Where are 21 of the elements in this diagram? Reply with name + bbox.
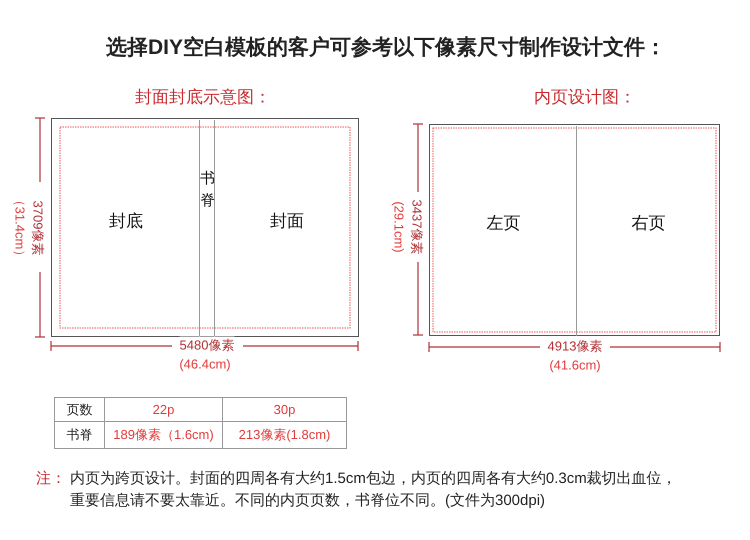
table-cell: 页数 bbox=[54, 398, 104, 422]
dimension-label: (29.1cm) bbox=[390, 201, 408, 253]
note-label: 注： bbox=[36, 469, 66, 489]
table-cell: 22p bbox=[104, 398, 222, 422]
spine-label: 书脊 bbox=[200, 169, 214, 211]
table-cell: 213像素(1.8cm) bbox=[222, 422, 346, 448]
note-text: 内页为跨页设计。封面的四周各有大约1.5cm包边，内页的四周各有大约0.3cm裁切出血位，重要信息请不要太靠近。不同的内页页数，书脊位不同。(文件为300dpi) bbox=[70, 469, 678, 511]
title: 选择DIY空白模板的客户可参考以下像素尺寸制作设计文件： bbox=[106, 34, 666, 61]
spine-panel bbox=[199, 120, 215, 337]
table-cell: 189像素（1.6cm) bbox=[104, 422, 222, 448]
page-label: 封底 bbox=[109, 210, 143, 232]
table-cell: 书脊 bbox=[54, 422, 104, 448]
section-heading: 封面封底示意图： bbox=[135, 86, 271, 109]
dimension-label: （31.4cm） bbox=[11, 194, 28, 262]
section-heading: 内页设计图： bbox=[534, 86, 636, 109]
page-label: 左页 bbox=[486, 212, 520, 234]
dimension-label: 3709像素 bbox=[29, 200, 46, 256]
table-cell: 30p bbox=[222, 398, 346, 422]
dimension-label: 3437像素 bbox=[408, 200, 426, 254]
page-label: 封面 bbox=[270, 210, 304, 232]
page-label: 右页 bbox=[632, 212, 666, 234]
